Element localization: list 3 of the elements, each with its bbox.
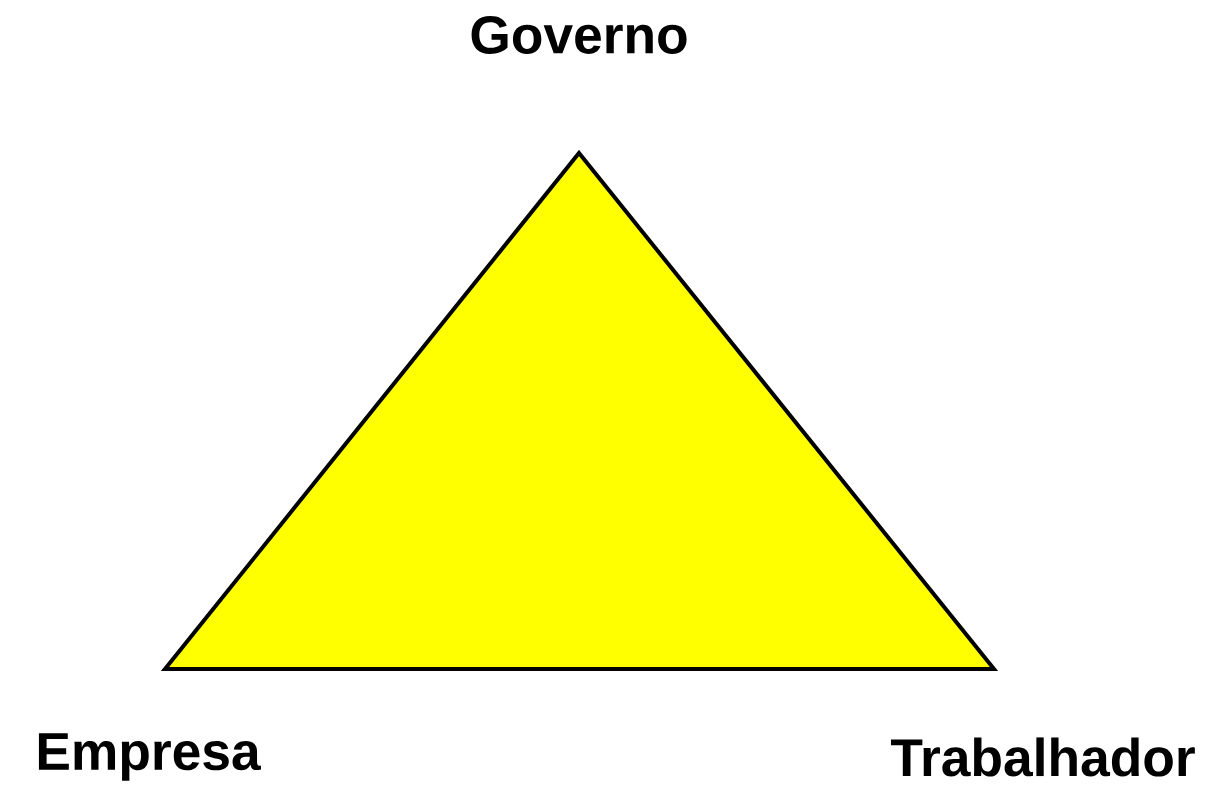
corner-label: Trabalhador (891, 737, 1195, 777)
corner-label: Governo (471, 16, 687, 54)
corner-label: Empresa (38, 733, 261, 781)
